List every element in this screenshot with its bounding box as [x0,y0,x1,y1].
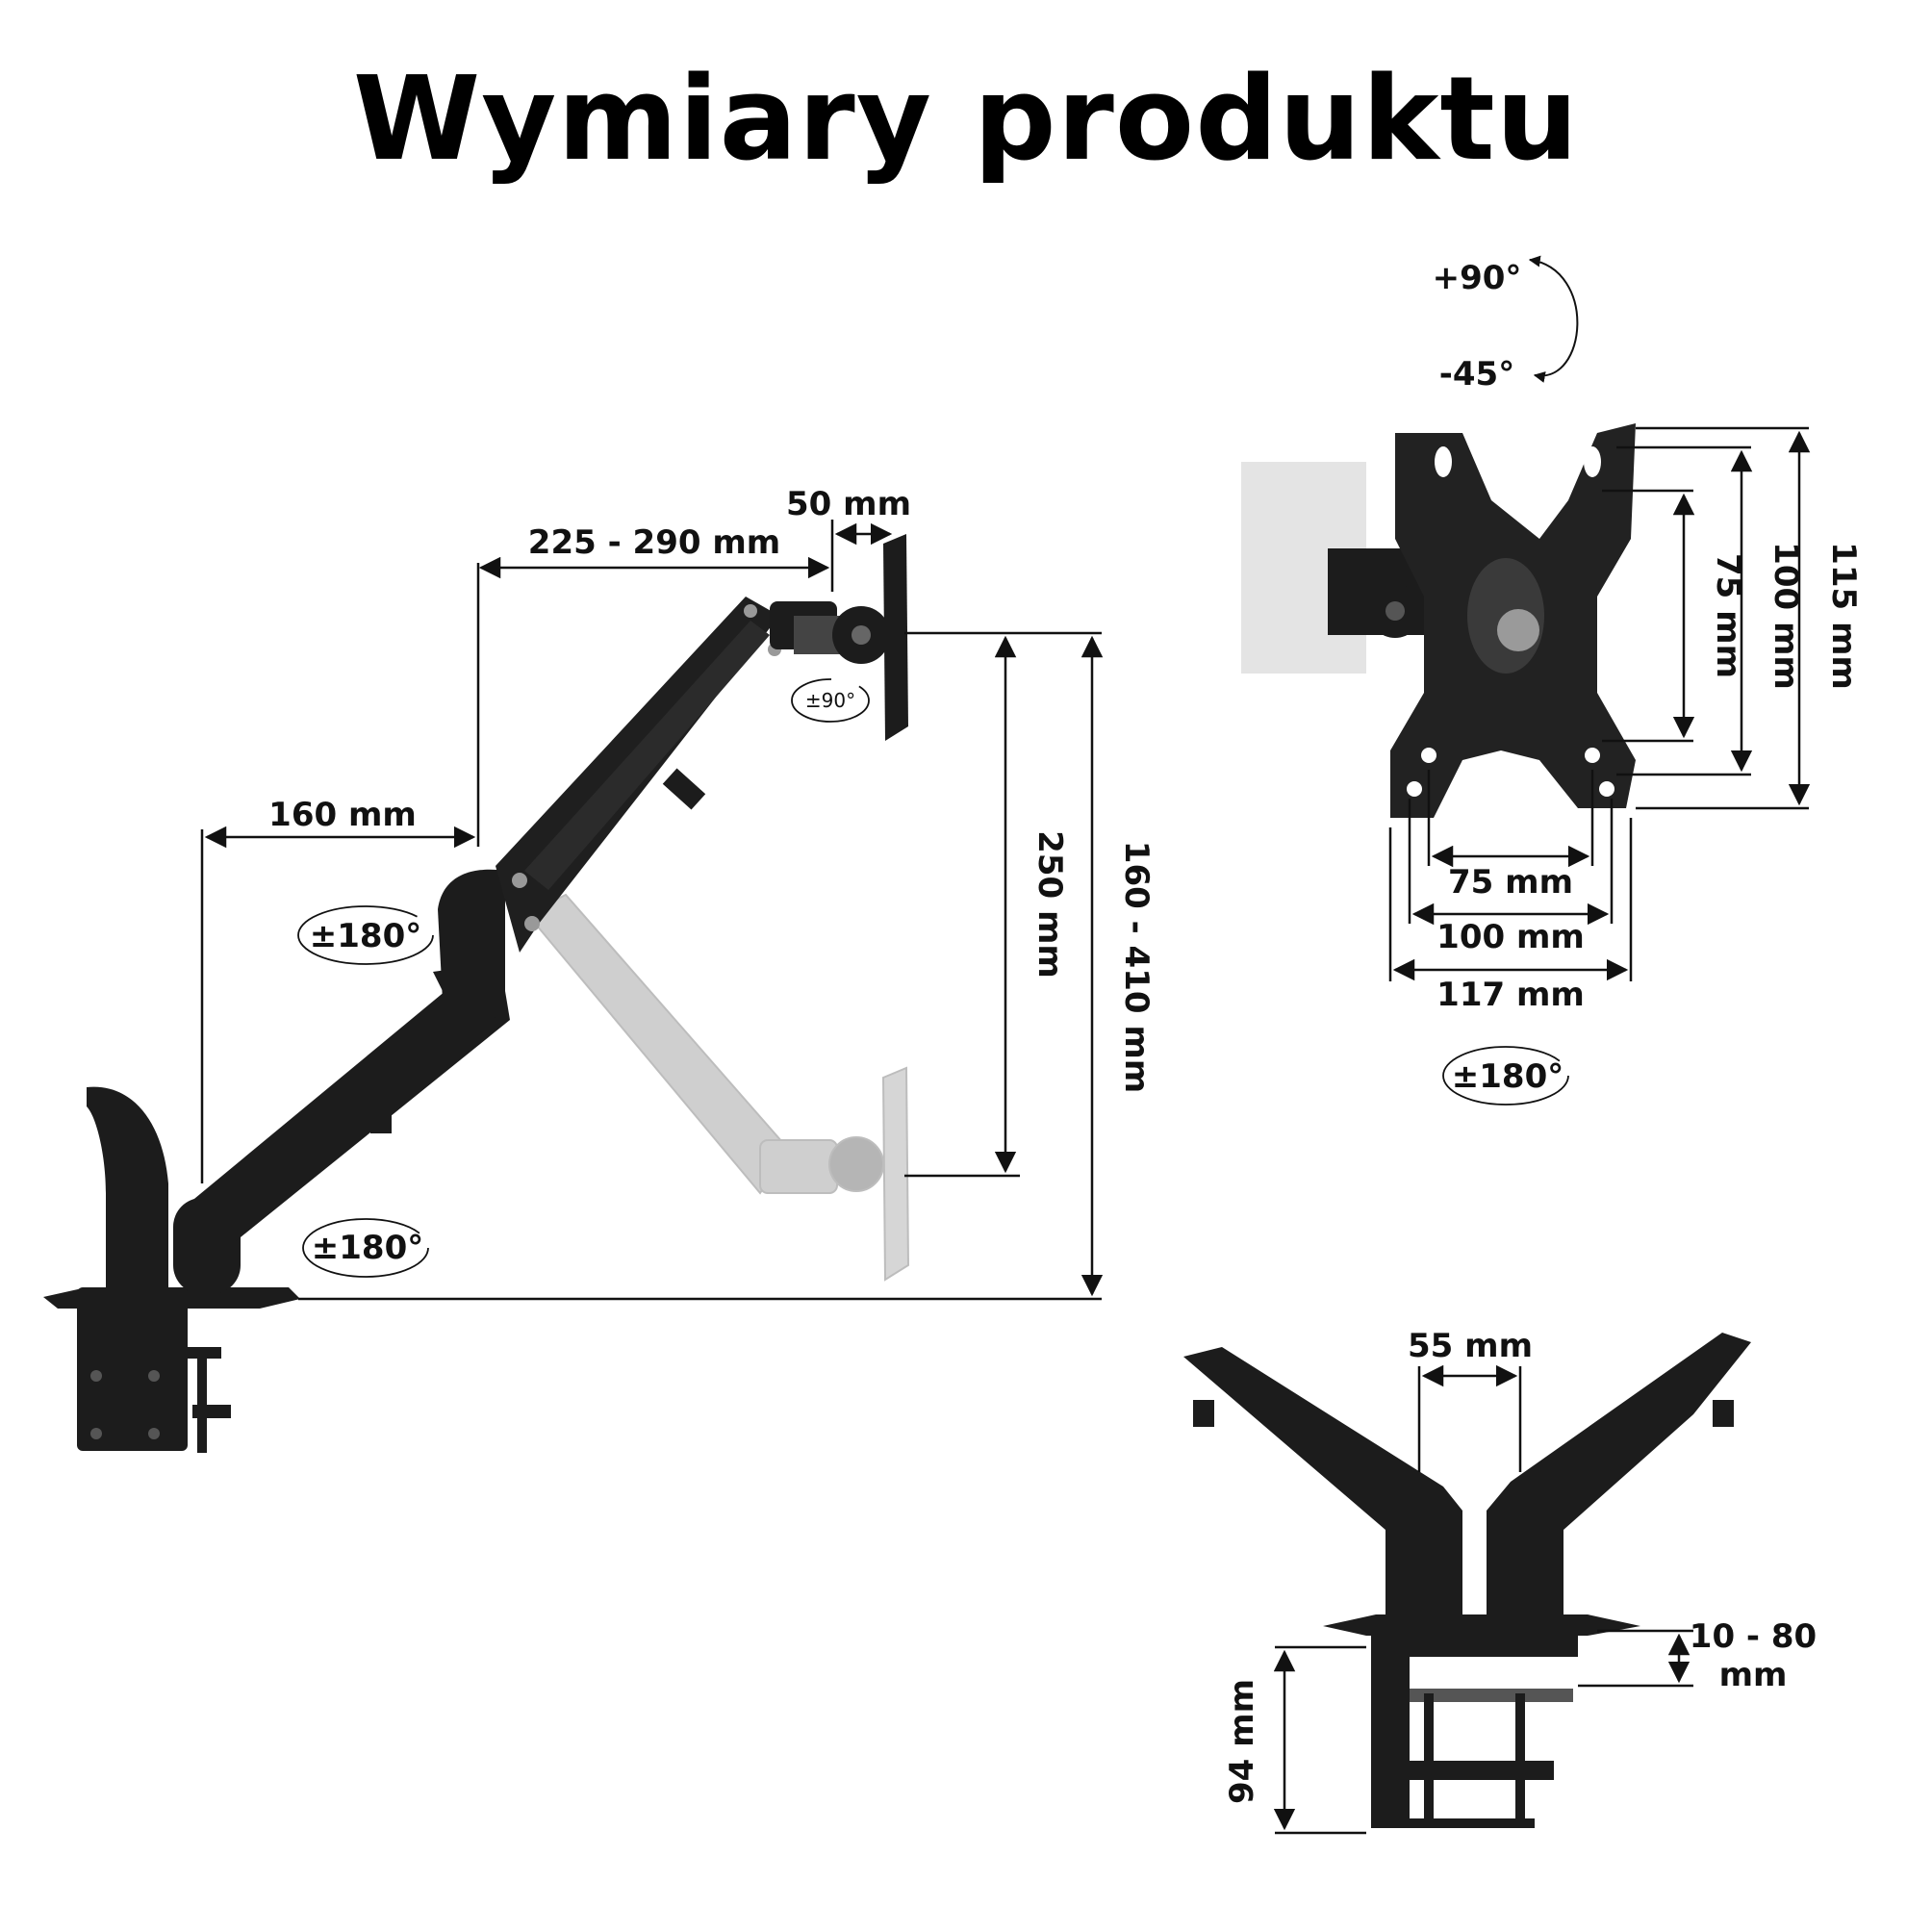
vesa-head [770,534,908,741]
vesa-dimension-lines [1388,426,1811,981]
dim-arm-length: 160 mm [268,796,417,834]
dim-vesa-v-75: 75 mm [1709,553,1747,678]
rotation-arrow-icon [297,678,1569,1278]
mount-arm [173,869,510,1294]
desk-clamp [43,1287,300,1453]
rot-tilt-label: ±90° [805,689,855,712]
dim-head-depth: 50 mm [786,485,911,523]
rot-base-label: ±180° [312,1229,423,1267]
dim-arm-gap: 55 mm [1408,1327,1533,1365]
dim-vesa-h-117: 117 mm [1436,976,1585,1014]
dim-vesa-v-115: 115 mm [1824,542,1863,690]
dim-desk-thickness-line2: mm [1719,1656,1788,1694]
tilt-down-label: -45° [1439,355,1514,394]
dim-total-height: 160 - 410 mm [1117,841,1156,1093]
vesa-holes [1407,446,1614,797]
clamp-dimension-lines [1273,1364,1693,1835]
dim-vesa-h-75: 75 mm [1448,863,1573,902]
tilt-up-label: +90° [1433,259,1522,297]
dual-arm-columns [1183,1333,1751,1828]
ghost-arm-lower-position [525,893,910,1282]
side-view: 160 mm 225 - 290 mm 50 mm 250 mm 160 - 4… [43,485,1569,1453]
tilt-arrow-icon [1528,255,1579,383]
dim-height-travel: 250 mm [1030,830,1069,979]
dim-clamp-height: 94 mm [1223,1679,1261,1804]
dim-vesa-v-100: 100 mm [1767,542,1805,690]
vesa-view: +90° -45° 75 mm 100 mm 117 [1241,255,1863,1096]
gas-spring-arm [496,597,781,953]
page-title: Wymiary produktu [352,53,1580,187]
dimension-lines [200,520,1104,1301]
rot-swivel-label: ±180° [1452,1057,1563,1096]
rot-elbow-label: ±180° [310,917,421,955]
clamp-view: 55 mm 10 - 80 mm 94 mm [1183,1327,1817,1835]
dim-desk-thickness-line1: 10 - 80 [1690,1617,1817,1656]
second-arm-stub [87,1086,168,1289]
dim-forearm-length: 225 - 290 mm [528,523,780,562]
dim-vesa-h-100: 100 mm [1436,918,1585,956]
vesa-arm-background [1241,462,1434,674]
